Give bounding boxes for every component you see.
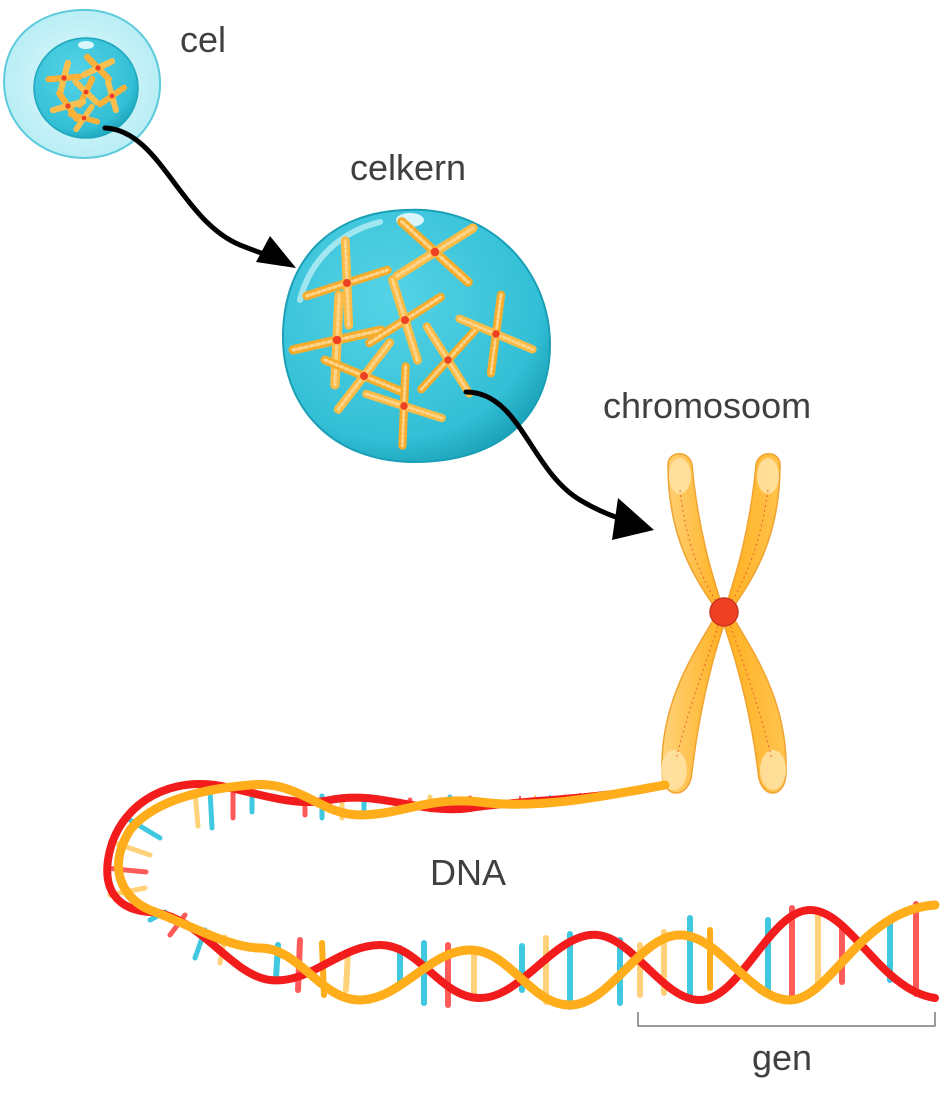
cell-illustration — [2, 8, 162, 160]
chromosome-label: chromosoom — [603, 385, 812, 426]
gene-label: gen — [752, 1037, 813, 1078]
gene-bracket — [637, 1012, 936, 1027]
chromosome-illustration — [661, 453, 787, 794]
arrow-cell-to-nucleus-icon — [102, 125, 296, 268]
cell-label: cel — [180, 19, 227, 60]
dna-helix-illustration — [103, 780, 940, 1010]
nucleus-illustration — [281, 208, 552, 464]
nucleus-label: celkern — [350, 147, 467, 188]
arrow-nucleus-to-chromosome-icon — [463, 389, 654, 540]
dna-label: DNA — [430, 852, 507, 893]
